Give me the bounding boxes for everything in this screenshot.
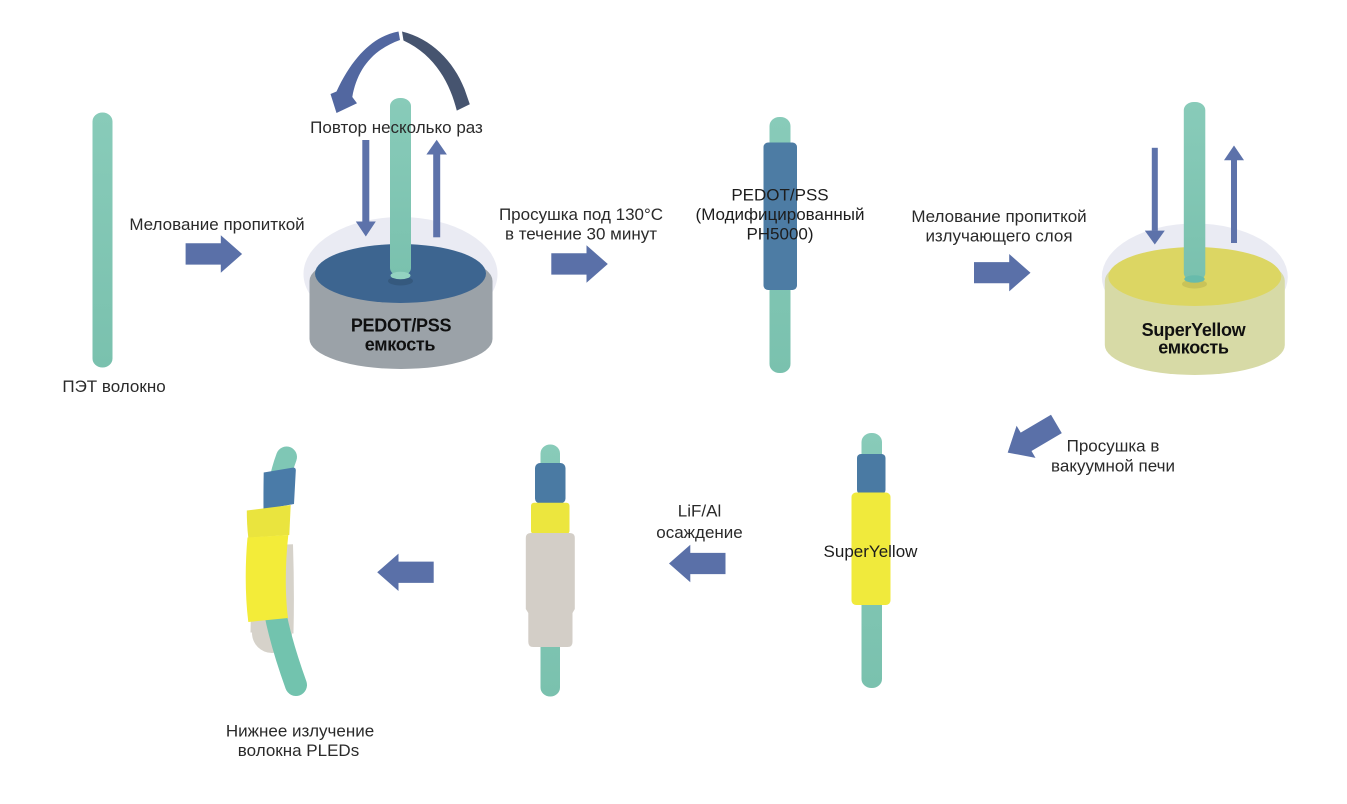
- svg-text:Просушка в: Просушка в: [1067, 437, 1160, 456]
- svg-text:волокна PLEDs: волокна PLEDs: [238, 741, 359, 760]
- svg-text:(Модифицированный: (Модифицированный: [696, 205, 865, 224]
- svg-text:Нижнее излучение: Нижнее излучение: [226, 722, 374, 741]
- svg-text:емкость: емкость: [1158, 338, 1229, 358]
- svg-text:вакуумной печи: вакуумной печи: [1051, 457, 1175, 476]
- svg-text:емкость: емкость: [365, 335, 436, 355]
- svg-text:PEDOT/PSS: PEDOT/PSS: [731, 186, 828, 205]
- svg-text:осаждение: осаждение: [656, 523, 743, 542]
- svg-text:Повтор несколько раз: Повтор несколько раз: [310, 118, 483, 137]
- svg-text:в течение 30 минут: в течение 30 минут: [505, 225, 657, 244]
- svg-text:SuperYellow: SuperYellow: [1142, 320, 1247, 340]
- svg-text:Просушка под 130°C: Просушка под 130°C: [499, 205, 663, 224]
- svg-text:SuperYellow: SuperYellow: [824, 542, 919, 561]
- svg-text:Мелование пропиткой: Мелование пропиткой: [129, 215, 304, 234]
- svg-text:PEDOT/PSS: PEDOT/PSS: [351, 316, 452, 336]
- svg-text:LiF/Al: LiF/Al: [678, 502, 721, 521]
- svg-text:PH5000): PH5000): [746, 225, 813, 244]
- svg-text:ПЭТ волокно: ПЭТ волокно: [62, 377, 165, 396]
- svg-text:Мелование пропиткой: Мелование пропиткой: [911, 207, 1086, 226]
- svg-text:излучающего слоя: излучающего слоя: [925, 227, 1072, 246]
